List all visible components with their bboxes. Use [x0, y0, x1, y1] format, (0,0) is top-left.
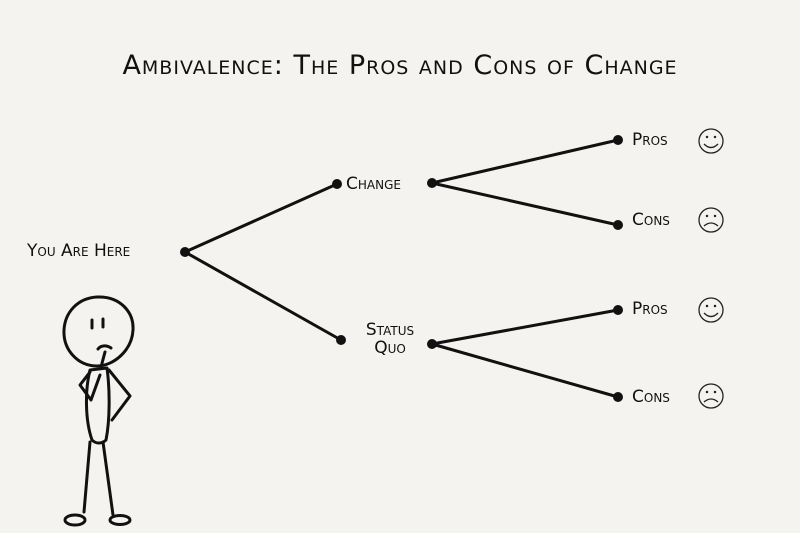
- frowny-face-icon: [698, 383, 724, 409]
- smiley-face-icon: [698, 128, 724, 154]
- frowny-face-icon: [698, 207, 724, 233]
- smiley-face-icon: [698, 297, 724, 323]
- node-label-status-quo-pros: Pros: [632, 299, 668, 319]
- node-dot-change: [332, 179, 342, 189]
- node-label-change-pros: Pros: [632, 130, 668, 150]
- node-dot-status-quo-out: [427, 339, 437, 349]
- node-dot-start: [180, 247, 190, 257]
- node-dot-change-out: [427, 178, 437, 188]
- node-label-status-quo-cons: Cons: [632, 387, 670, 407]
- page-title: Ambivalence: The Pros and Cons of Change: [122, 50, 678, 81]
- node-label-status-quo: Status Quo: [350, 321, 430, 357]
- node-label-status-quo-line1: Status: [365, 320, 415, 340]
- node-label-change: Change: [346, 174, 401, 194]
- node-label-change-cons: Cons: [632, 210, 670, 230]
- thinking-stick-figure-icon: [62, 295, 135, 527]
- node-label-you-are-here: You Are Here: [27, 241, 131, 261]
- node-label-status-quo-line2: Quo: [374, 338, 406, 358]
- node-dot-status-quo: [336, 335, 346, 345]
